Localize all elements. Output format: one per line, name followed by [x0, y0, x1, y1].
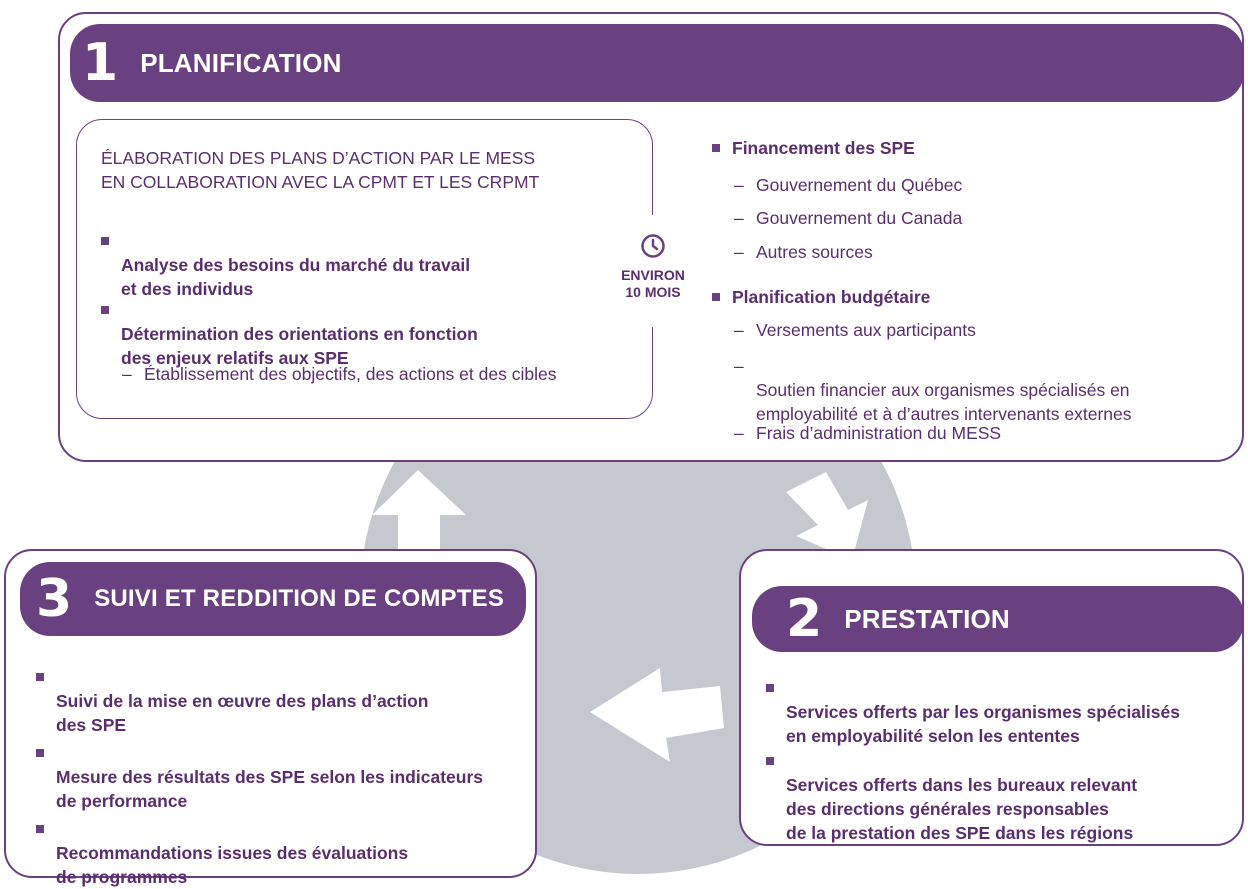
arrow-up-icon — [372, 470, 466, 572]
bullet-square-icon — [766, 757, 774, 765]
list-item: Mesure des résultats des SPE selon les i… — [36, 741, 483, 813]
sub-list-item: –Versements aux participants — [734, 320, 976, 340]
list-item: Analyse des besoins du marché du travail… — [101, 229, 470, 301]
list-item: Recommandations issues des évaluations d… — [36, 817, 408, 889]
bullet-square-icon — [712, 293, 720, 301]
sub-list-item: –Établissement des objectifs, des action… — [122, 364, 557, 384]
duration-label-1: ENVIRON — [621, 267, 685, 283]
action-plans-box — [76, 119, 653, 419]
section-number: 3 — [36, 569, 73, 629]
section-number: 2 — [786, 589, 823, 649]
duration-label-2: 10 MOIS — [625, 284, 681, 300]
suivi-header: 3 SUIVI ET REDDITION DE COMPTES — [20, 562, 526, 636]
sub-list-item: –Gouvernement du Canada — [734, 208, 963, 228]
bullet-square-icon — [712, 144, 720, 152]
sub-list-item: –Frais d’administration du MESS — [734, 423, 1002, 443]
list-item: Suivi de la mise en œuvre des plans d’ac… — [36, 665, 428, 737]
clock-icon — [641, 234, 665, 258]
sub-list-item: –Autres sources — [734, 242, 873, 262]
prestation-header: 2 PRESTATION — [752, 586, 1244, 652]
bullet-square-icon — [766, 684, 774, 692]
bullet-square-icon — [36, 749, 44, 757]
bullet-square-icon — [36, 825, 44, 833]
bullet-square-icon — [36, 673, 44, 681]
heading-line-1: ÉLABORATION DES PLANS D’ACTION PAR LE ME… — [101, 148, 536, 168]
group-title: Planification budgétaire — [712, 285, 930, 309]
section-title: PLANIFICATION — [140, 47, 342, 78]
section-title: PRESTATION — [844, 603, 1010, 634]
section-title: SUIVI ET REDDITION DE COMPTES — [94, 585, 505, 612]
arrow-left-icon — [590, 668, 724, 762]
section-number: 1 — [82, 33, 119, 93]
bullet-square-icon — [101, 237, 109, 245]
action-plans-heading: ÉLABORATION DES PLANS D’ACTION PAR LE ME… — [101, 146, 539, 194]
duration-indicator: ENVIRON 10 MOIS — [618, 215, 688, 327]
sub-list-item: –Soutien financier aux organismes spécia… — [734, 356, 1132, 424]
arrow-down-icon — [786, 472, 868, 560]
group-title: Financement des SPE — [712, 136, 915, 160]
bullet-square-icon — [101, 306, 109, 314]
list-item: Services offerts dans les bureaux releva… — [766, 749, 1137, 845]
planification-header: 1 PLANIFICATION — [70, 24, 1244, 102]
list-item: Services offerts par les organismes spéc… — [766, 676, 1180, 748]
sub-list-item: –Gouvernement du Québec — [734, 175, 963, 195]
list-item: Détermination des orientations en foncti… — [101, 298, 478, 370]
heading-line-2: EN COLLABORATION AVEC LA CPMT ET LES CRP… — [101, 172, 540, 192]
